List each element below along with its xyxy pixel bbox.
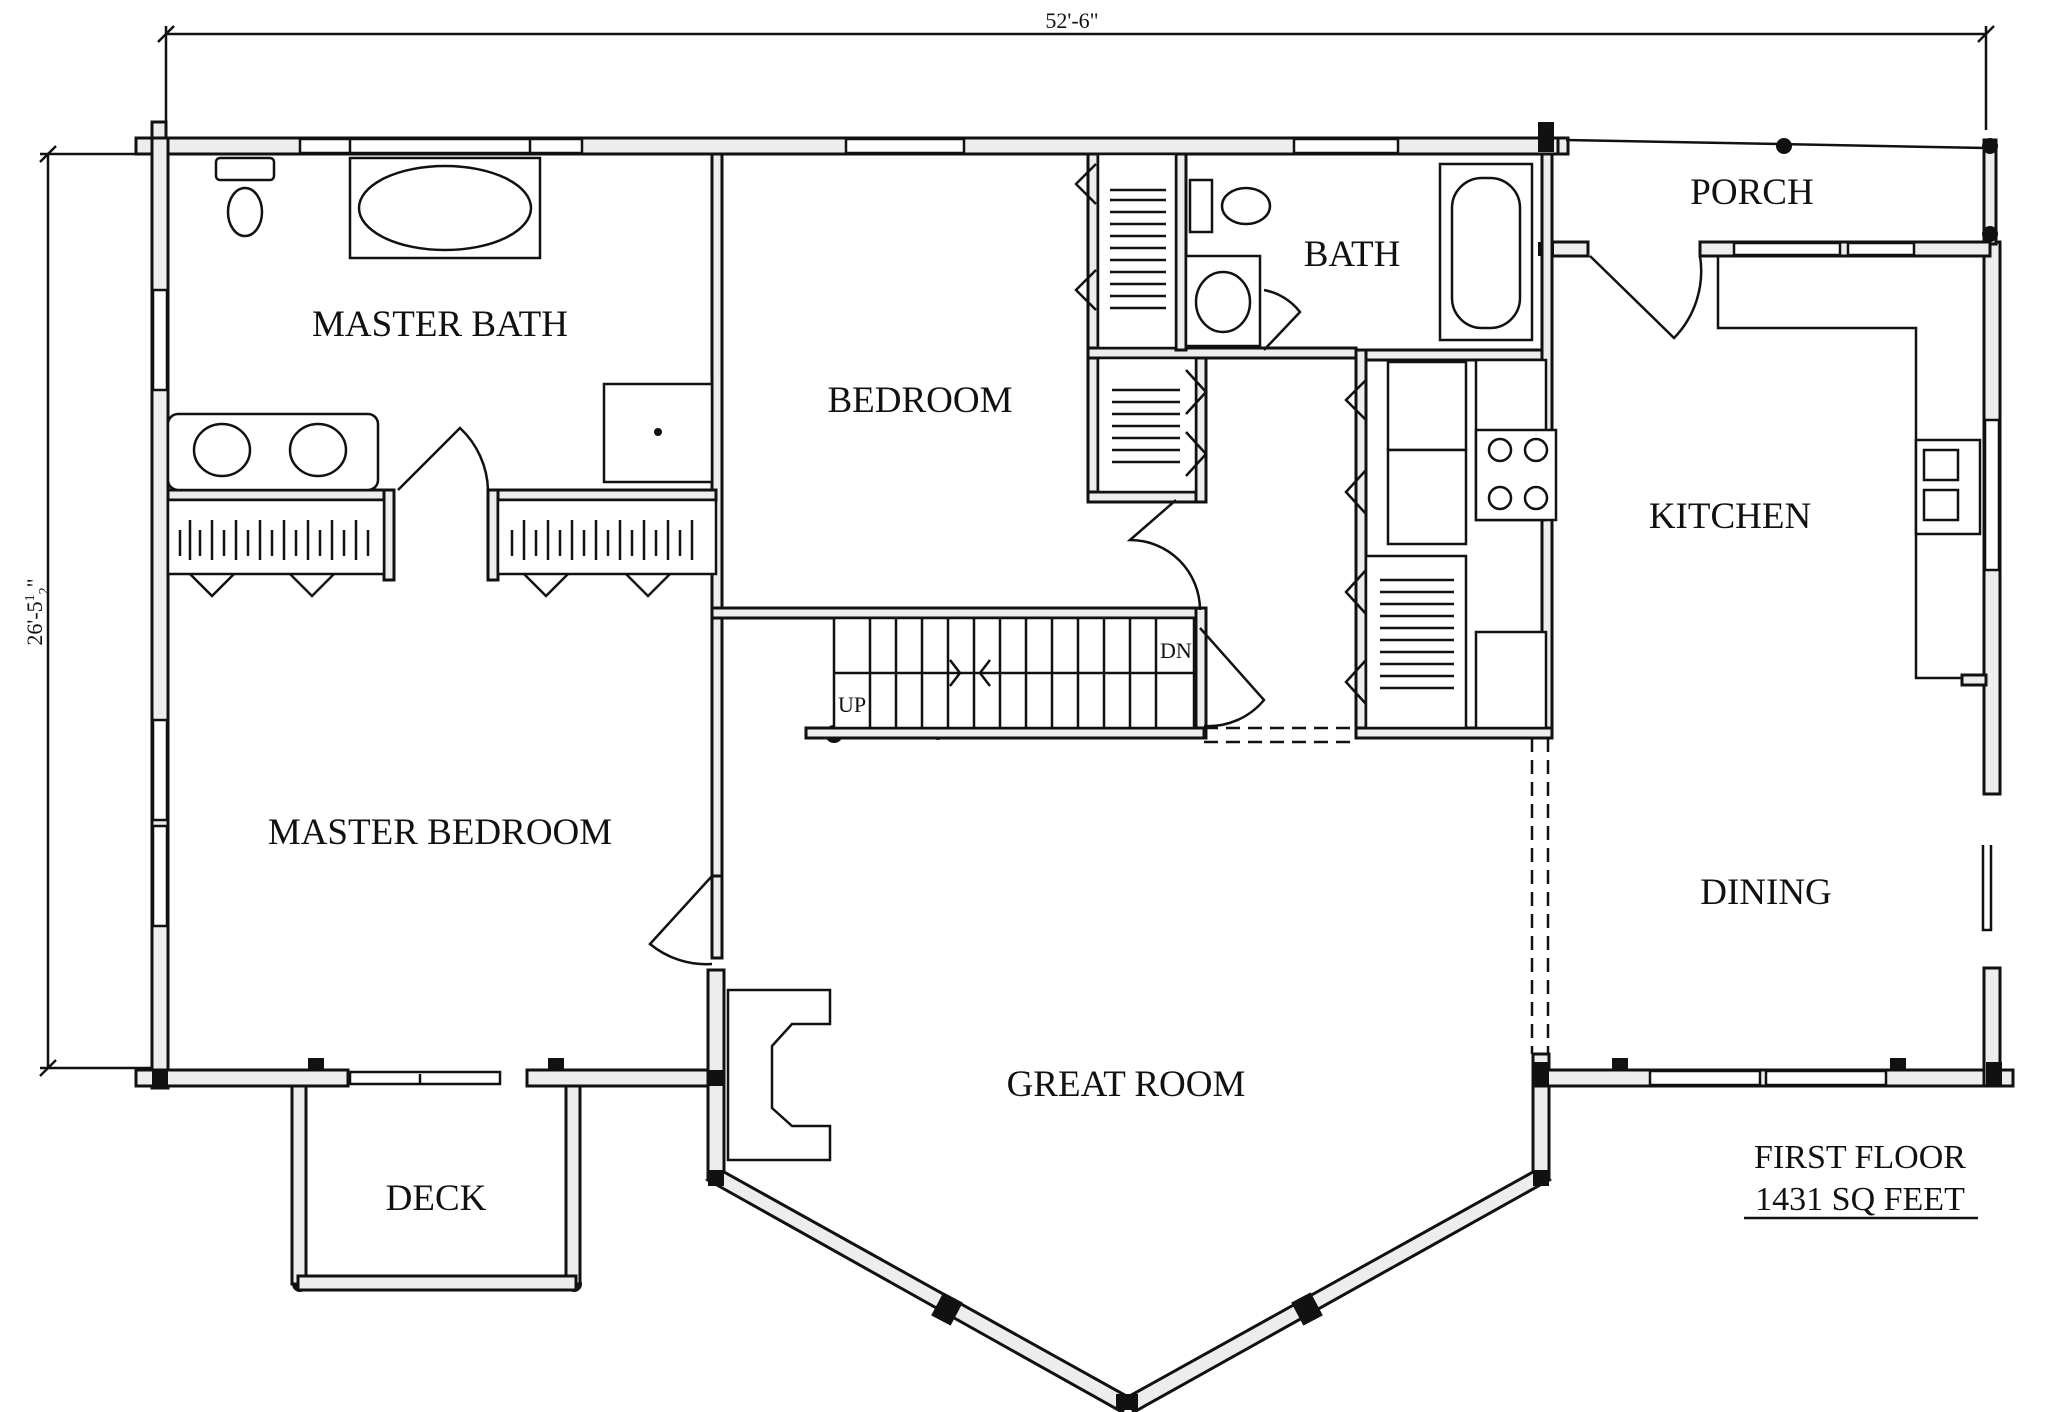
room-label-deck: DECK	[386, 1178, 487, 1219]
room-label-bath: BATH	[1304, 234, 1401, 275]
room-label-porch: PORCH	[1690, 172, 1813, 213]
windows	[151, 137, 2001, 1087]
dimension-lines	[39, 25, 1995, 1077]
width-dimension: 52'-6"	[1045, 8, 1098, 33]
stair-down-label: DN	[1160, 638, 1192, 663]
fireplace	[726, 988, 832, 1162]
plan-area: 1431 SQ FEET	[1755, 1181, 1965, 1218]
height-dimension-quote: "	[22, 578, 47, 587]
svg-text:26'-512": 26'-512"	[22, 578, 52, 645]
plan-title: FIRST FLOOR	[1754, 1139, 1966, 1176]
deck	[290, 1084, 582, 1292]
room-label-kitchen: KITCHEN	[1649, 496, 1811, 537]
height-dimension-main: 26'-5	[22, 601, 47, 645]
closets	[166, 152, 1468, 730]
fixtures	[166, 156, 1982, 730]
room-label-master-bedroom: MASTER BEDROOM	[268, 812, 612, 853]
room-label-bedroom: BEDROOM	[827, 380, 1012, 421]
stair-up-label: UP	[838, 692, 866, 717]
height-dimension: 26'-512"	[22, 578, 52, 645]
staircase	[832, 616, 1196, 730]
doors	[189, 163, 1993, 1086]
height-dimension-frac-den: 2	[37, 587, 52, 594]
room-label-master-bath: MASTER BATH	[312, 304, 568, 345]
room-label-great-room: GREAT ROOM	[1007, 1064, 1246, 1105]
room-label-dining: DINING	[1700, 872, 1832, 913]
height-dimension-frac-num: 1	[23, 594, 38, 601]
